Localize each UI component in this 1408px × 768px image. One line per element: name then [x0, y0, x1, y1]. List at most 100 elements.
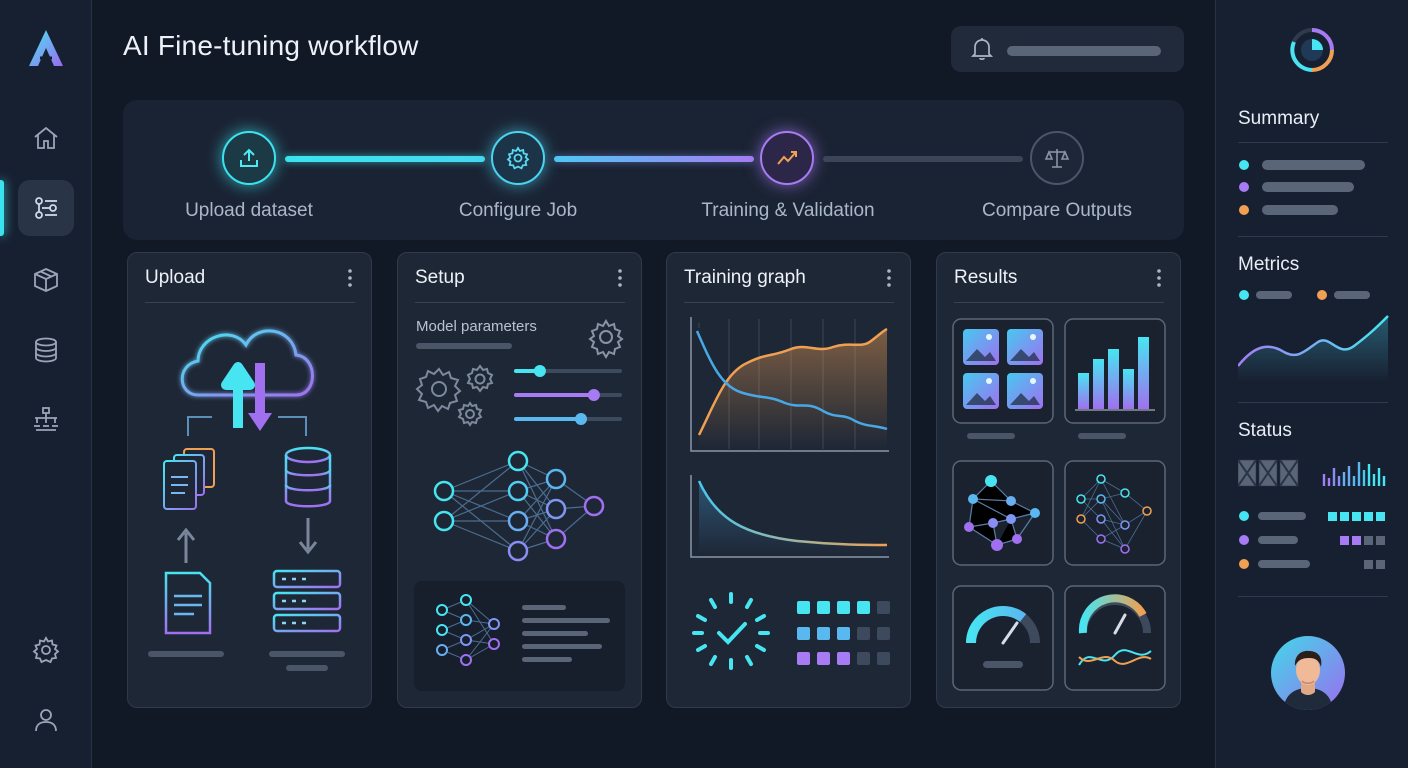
image-results-tile[interactable] — [952, 318, 1054, 424]
notification-placeholder — [1007, 46, 1161, 57]
divider — [1238, 142, 1388, 143]
slider-knob-3[interactable] — [575, 413, 587, 425]
bar-results-tile[interactable] — [1064, 318, 1166, 424]
metrics-heading: Metrics — [1238, 254, 1300, 275]
step-compare-node[interactable] — [1030, 131, 1084, 185]
workflow-icon — [35, 197, 57, 219]
more-menu-icon[interactable] — [613, 267, 627, 289]
server-icon — [272, 569, 342, 633]
nav-database[interactable] — [18, 322, 74, 378]
loss-curve-graph — [690, 475, 889, 558]
upload-card: Upload — [127, 252, 372, 708]
arrow-up-icon — [221, 362, 255, 428]
hierarchy-icon — [34, 407, 58, 431]
package-icon — [34, 268, 58, 292]
gauge-results-tile[interactable] — [952, 585, 1054, 691]
graph-results-tile[interactable] — [952, 460, 1054, 566]
home-icon — [34, 126, 58, 149]
nav-home[interactable] — [18, 110, 74, 166]
step-training-node[interactable] — [760, 131, 814, 185]
mini-network-icon — [436, 594, 500, 666]
network-results-tile[interactable] — [1064, 460, 1166, 566]
nav-settings[interactable] — [18, 622, 74, 678]
model-summary-panel — [414, 581, 625, 691]
documents-icon — [163, 448, 215, 510]
more-menu-icon[interactable] — [343, 267, 357, 289]
step-label-training: Training & Validation — [701, 200, 875, 221]
step-connector-3 — [823, 156, 1023, 162]
parameter-sliders — [514, 365, 622, 425]
gear-icon — [588, 319, 624, 359]
upload-icon — [240, 148, 258, 167]
gear-icon — [506, 146, 530, 170]
nav-profile[interactable] — [18, 692, 74, 748]
training-graph-card: Training graph — [666, 252, 911, 708]
page-title: AI Fine-tuning workflow — [123, 30, 419, 61]
bell-icon[interactable] — [969, 36, 995, 62]
database-icon — [284, 446, 332, 508]
step-label-upload: Upload dataset — [185, 200, 313, 221]
step-connector-1 — [285, 156, 485, 162]
accuracy-loss-graph — [690, 317, 889, 452]
slider-knob-2[interactable] — [587, 389, 600, 401]
avatar[interactable] — [1271, 636, 1345, 710]
nav-workflow[interactable] — [18, 180, 74, 236]
progress-ring-icon[interactable] — [1288, 26, 1336, 74]
setup-illustration — [414, 319, 625, 691]
right-summary-panel: Summary Metrics Status — [1215, 0, 1408, 768]
summary-heading: Summary — [1238, 108, 1320, 129]
cloud-icon — [180, 329, 314, 397]
notification-bar[interactable] — [951, 26, 1184, 72]
arrow-down-small-icon — [298, 518, 318, 555]
card-divider — [145, 302, 355, 303]
card-divider — [684, 302, 894, 303]
step-label-configure: Configure Job — [458, 200, 578, 221]
gauge-trend-results-tile[interactable] — [1064, 585, 1166, 691]
step-upload-node[interactable] — [222, 131, 276, 185]
divider — [1238, 402, 1388, 403]
summary-legend — [1239, 160, 1365, 215]
card-divider — [415, 302, 625, 303]
card-title: Training graph — [684, 267, 806, 288]
user-avatar-icon — [1283, 650, 1333, 710]
timer-check-icon — [692, 592, 770, 670]
status-heading: Status — [1238, 420, 1292, 441]
scale-icon — [1044, 149, 1070, 168]
step-configure-node[interactable] — [491, 131, 545, 185]
results-illustration — [952, 318, 1166, 691]
training-illustration — [690, 317, 890, 670]
nav-hierarchy[interactable] — [18, 392, 74, 448]
left-nav-rail — [0, 0, 92, 768]
card-title: Setup — [415, 267, 465, 288]
card-title: Upload — [145, 267, 206, 288]
divider — [1238, 596, 1388, 597]
user-icon — [35, 709, 57, 732]
card-title: Results — [954, 267, 1018, 288]
gears-icon — [415, 364, 494, 427]
step-connector-2 — [554, 156, 754, 162]
step-label-compare: Compare Outputs — [982, 200, 1132, 221]
logo-icon[interactable] — [26, 28, 66, 68]
trend-icon — [777, 151, 797, 165]
more-menu-icon[interactable] — [1152, 267, 1166, 289]
nav-packages[interactable] — [18, 252, 74, 308]
upload-illustration — [148, 329, 345, 671]
arrow-down-icon — [248, 413, 272, 431]
arrow-up-small-icon — [176, 527, 196, 563]
epoch-progress-grid — [797, 601, 890, 665]
active-indicator — [0, 180, 4, 236]
workflow-stepper: Upload dataset Configure Job Training & … — [123, 100, 1184, 240]
metrics-sparkline — [1238, 290, 1389, 382]
settings-icon — [32, 636, 60, 664]
slider-knob-1[interactable] — [533, 365, 546, 377]
card-divider — [954, 302, 1164, 303]
neural-network-icon — [433, 450, 605, 562]
divider — [1238, 236, 1388, 237]
setup-card: Setup Model parameters — [397, 252, 642, 708]
database-icon — [35, 337, 57, 363]
status-indicators — [1238, 459, 1386, 569]
model-parameters-label: Model parameters — [416, 318, 537, 335]
more-menu-icon[interactable] — [882, 267, 896, 289]
file-icon — [164, 571, 212, 635]
